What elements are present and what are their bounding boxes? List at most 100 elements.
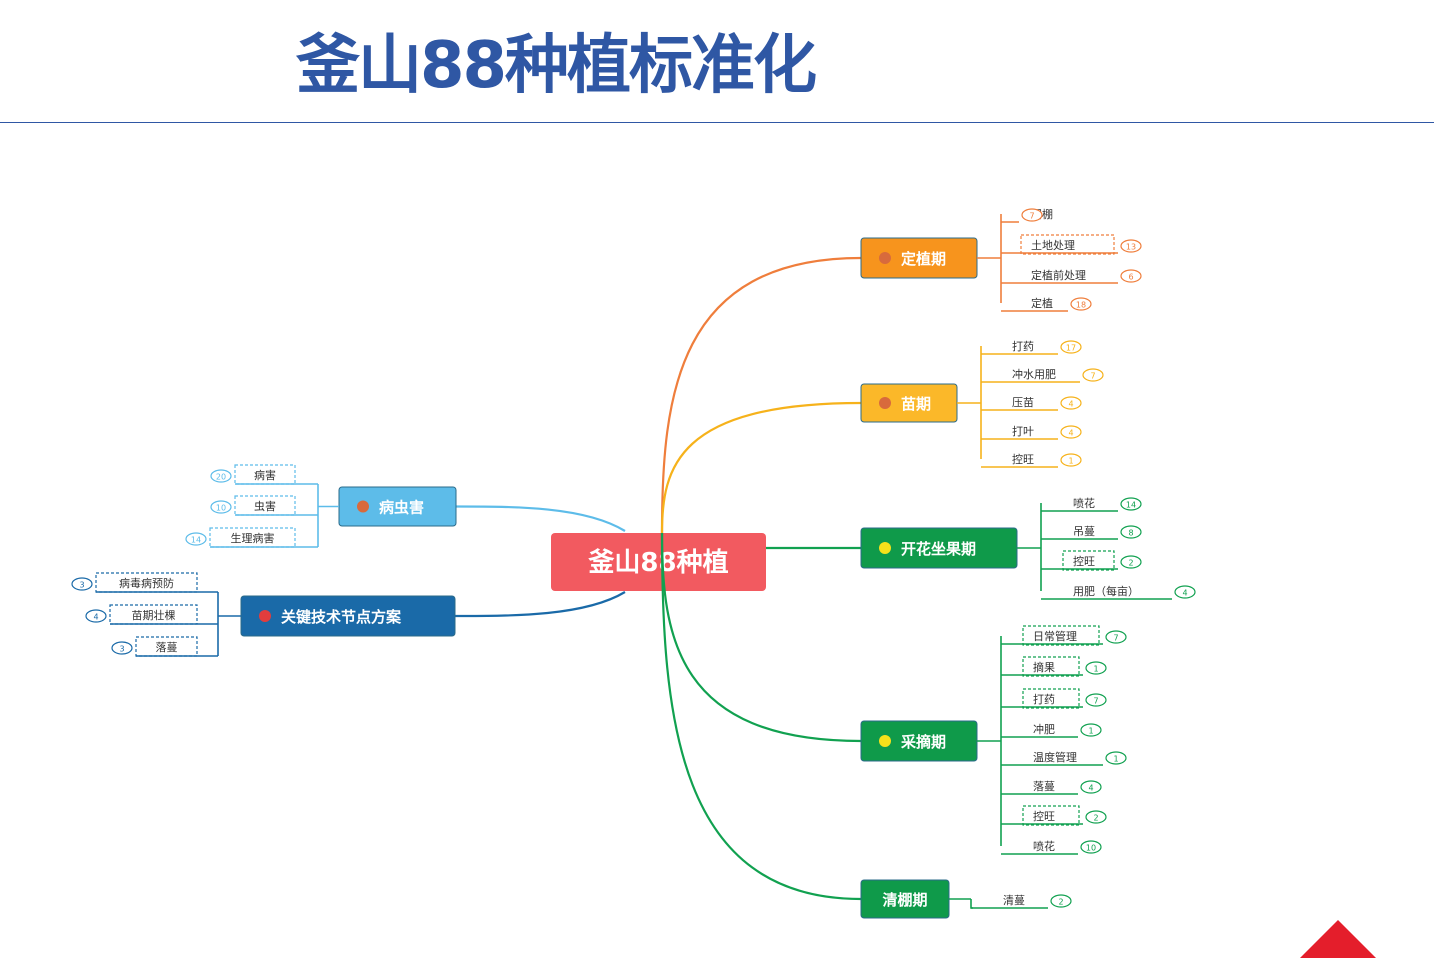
- item-label: 病毒病预防: [119, 576, 174, 590]
- count-badge-value: 3: [79, 581, 84, 590]
- center-node[interactable]: [551, 533, 766, 591]
- list-item[interactable]: 闷棚7: [1001, 207, 1053, 223]
- list-item[interactable]: 用肥（每亩）4: [1041, 584, 1196, 600]
- count-badge: [1120, 497, 1142, 511]
- list-item[interactable]: 落蔓3: [111, 636, 218, 657]
- item-dashed-box: [95, 572, 198, 593]
- count-badge-value: 2: [1058, 898, 1063, 907]
- item-dashed-box: [1022, 656, 1080, 677]
- item-label: 压苗: [1012, 396, 1034, 409]
- list-item[interactable]: 摘果 1: [1001, 656, 1107, 677]
- count-badge-value: 10: [216, 504, 226, 513]
- list-item[interactable]: 日常管理 7: [1001, 625, 1127, 646]
- count-badge: [1120, 269, 1142, 283]
- list-item[interactable]: 定植 18: [1001, 296, 1092, 312]
- count-badge-value: 7: [1113, 634, 1118, 643]
- item-dashed-box: [1022, 688, 1080, 709]
- item-label: 定植前处理: [1031, 268, 1086, 282]
- count-badge: [185, 532, 207, 546]
- list-item[interactable]: 控旺 2: [1041, 550, 1142, 571]
- corner-decoration: [1300, 920, 1376, 958]
- branch-connector: [660, 401, 862, 534]
- count-badge: [1120, 555, 1142, 569]
- count-badge: [1070, 297, 1092, 311]
- count-badge-value: 1: [1113, 755, 1118, 764]
- bug-icon: [357, 500, 369, 513]
- count-badge: [1080, 840, 1102, 854]
- count-badge: [71, 577, 93, 591]
- item-label: 打药: [1012, 339, 1034, 353]
- count-badge-value: 6: [1128, 273, 1133, 282]
- item-label: 摘果: [1033, 660, 1055, 674]
- magnifier-icon: [879, 542, 891, 554]
- count-badge-value: 3: [119, 645, 124, 654]
- branch-label: 关键技术节点方案: [281, 608, 402, 626]
- count-badge-value: 2: [1128, 559, 1133, 568]
- branch-connector: [454, 591, 626, 618]
- item-dashed-box: [135, 636, 198, 657]
- item-dashed-box: [1022, 805, 1080, 826]
- count-badge-value: 7: [1093, 697, 1098, 706]
- item-label: 苗期壮棵: [132, 608, 176, 622]
- count-badge: [111, 641, 133, 655]
- count-badge-value: 18: [1076, 301, 1086, 310]
- item-label: 喷花: [1073, 497, 1095, 510]
- page-title: 釜山88种植标准化: [296, 29, 817, 103]
- count-badge-value: 4: [1068, 429, 1073, 438]
- item-label: 病害: [254, 468, 276, 482]
- count-badge: [1085, 693, 1107, 707]
- item-dashed-box: [1062, 550, 1115, 571]
- count-badge-value: 17: [1066, 344, 1076, 353]
- item-dashed-box: [234, 464, 296, 485]
- item-label: 生理病害: [231, 531, 275, 545]
- list-item[interactable]: 病毒病预防 3: [71, 572, 218, 593]
- count-badge: [1080, 723, 1102, 737]
- magnifier-icon: [879, 735, 891, 747]
- center-node-label: 釜山88种植: [587, 547, 728, 578]
- branch-label: 苗期: [901, 395, 931, 413]
- count-badge-value: 7: [1029, 212, 1034, 221]
- count-badge: [1085, 810, 1107, 824]
- count-badge: [1120, 239, 1142, 253]
- branch-connector: [660, 532, 862, 901]
- count-badge: [1060, 425, 1082, 439]
- item-label: 控旺: [1073, 554, 1095, 568]
- item-label: 定植: [1031, 296, 1053, 310]
- item-dashed-box: [109, 604, 198, 625]
- list-item[interactable]: 定植前处理 6: [1001, 268, 1142, 284]
- count-badge: [1080, 780, 1102, 794]
- branch-trunk: [970, 899, 973, 909]
- list-item[interactable]: 打药 17: [981, 339, 1082, 355]
- count-badge-value: 4: [1088, 784, 1093, 793]
- list-item[interactable]: 温度管理 1: [1001, 750, 1127, 766]
- count-badge-value: 4: [1182, 589, 1187, 598]
- count-badge: [85, 609, 107, 623]
- node-icon: [259, 610, 271, 622]
- item-label: 温度管理: [1033, 750, 1077, 764]
- item-label: 日常管理: [1033, 629, 1077, 643]
- item-label: 冲水用肥: [1012, 367, 1056, 381]
- count-badge-value: 1: [1093, 665, 1098, 674]
- branch-label: 定植期: [901, 250, 946, 268]
- branch-connector: [455, 505, 626, 532]
